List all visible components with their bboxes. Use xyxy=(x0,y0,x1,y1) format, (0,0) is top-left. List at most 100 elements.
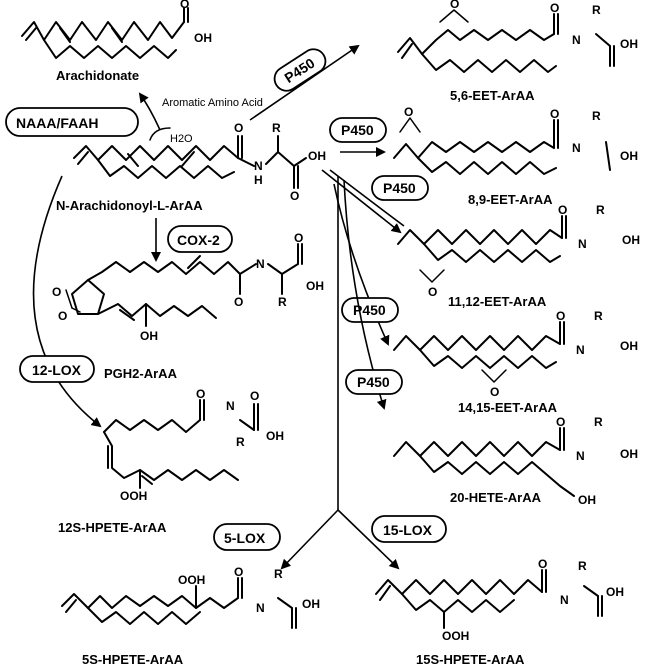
cox2-enzyme-pill xyxy=(167,225,233,253)
eet1415-epoxide-o-label: O xyxy=(490,385,499,399)
pgh2-o2-label: O xyxy=(58,309,67,323)
hpete15-n-label: N xyxy=(560,593,569,607)
eet1415-n-label: N xyxy=(576,343,585,357)
lox12-label: 12-LOX xyxy=(32,362,82,378)
eet89-epoxide-o-label: O xyxy=(404,105,413,119)
lox15-enzyme-pill xyxy=(371,515,447,543)
hpete12-amide-o-label: O xyxy=(196,387,205,401)
p450-d-pill xyxy=(341,297,399,323)
hpete12-n-label: N xyxy=(226,399,235,413)
hpete5-amide-o-label: O xyxy=(234,565,243,579)
substrate-o-label: O xyxy=(234,121,243,135)
eet89-n-label: N xyxy=(572,141,581,155)
lox12-enzyme-pill xyxy=(19,355,95,383)
eet89-amide-o-label: O xyxy=(550,107,559,121)
hpete12-structure: OOH O N R O OH 12S-HPETE-ArAA xyxy=(58,387,284,535)
eet1415-oh-label: OH xyxy=(620,339,638,353)
hpete12-ooh-label: OOH xyxy=(120,489,147,503)
pgh2-label: PGH2-ArAA xyxy=(104,366,178,381)
p450-d-label: P450 xyxy=(353,302,386,318)
water-label: H2O xyxy=(170,133,193,145)
lox15-label: 15-LOX xyxy=(383,522,433,538)
substrate-r-label: R xyxy=(272,121,281,135)
eet89-r-label: R xyxy=(592,109,601,123)
pgh2-acid-o-label: O xyxy=(294,231,303,245)
substrate-carbonyl-o-label: O xyxy=(290,189,299,203)
eet1112-oh-label: OH xyxy=(622,233,640,247)
hpete15-r-label: R xyxy=(578,559,587,573)
hpete5-oh-label: OH xyxy=(302,597,320,611)
eet1112-r-label: R xyxy=(596,203,605,217)
arachidonate-label: Arachidonate xyxy=(56,68,139,83)
eet1415-amide-o-label: O xyxy=(556,309,565,323)
substrate-oh-label: OH xyxy=(308,149,326,163)
naaa-faah-enzyme-pill xyxy=(5,107,139,137)
pgh2-structure: O O OH O N R O OH PGH2-ArAA xyxy=(52,231,324,381)
pgh2-amide-o-label: O xyxy=(234,295,243,309)
eet89-oh-label: OH xyxy=(620,149,638,163)
cox2-step: COX-2 xyxy=(151,218,233,262)
hete20-n-label: N xyxy=(576,449,585,463)
cox2-label: COX-2 xyxy=(177,232,220,248)
eet1415-r-label: R xyxy=(594,309,603,323)
naaa-faah-label: NAAA/FAAH xyxy=(16,115,98,131)
hpete12-label: 12S-HPETE-ArAA xyxy=(58,520,167,535)
hete20-amide-o-label: O xyxy=(556,415,565,429)
eet1415-structure: O O N R OH 14,15-EET-ArAA xyxy=(393,309,638,415)
hete20-label: 20-HETE-ArAA xyxy=(450,490,542,505)
eet56-r-label: R xyxy=(592,3,601,17)
hpete15-amide-o-label: O xyxy=(538,557,547,571)
p450-c-pill xyxy=(371,175,429,201)
hpete12-acid-o-label: O xyxy=(250,389,259,403)
aromatic-amino-acid-label: Aromatic Amino Acid xyxy=(162,97,263,109)
lox5-label: 5-LOX xyxy=(224,530,266,546)
hete20-structure: O N R OH OH 20-HETE-ArAA xyxy=(393,415,638,507)
pgh2-oh-label: OH xyxy=(306,279,324,293)
p450-c-label: P450 xyxy=(383,180,416,196)
pgh2-hydroxyl-label: OH xyxy=(140,329,158,343)
lox12-step: 12-LOX xyxy=(19,175,102,428)
p450-e-label: P450 xyxy=(357,374,390,390)
eet1112-epoxide-o-label: O xyxy=(428,285,437,299)
hpete15-ooh-label: OOH xyxy=(442,629,469,643)
naaa-faah-step: NAAA/FAAH Aromatic Amino Acid H2O xyxy=(5,92,263,145)
eet56-label: 5,6-EET-ArAA xyxy=(450,88,535,103)
eet1112-amide-o-label: O xyxy=(558,203,567,217)
eet89-label: 8,9-EET-ArAA xyxy=(468,192,553,207)
hpete5-label: 5S-HPETE-ArAA xyxy=(82,652,184,667)
arachidonate-oh-label: OH xyxy=(194,31,212,45)
eet1112-structure: O O N R OH 11,12-EET-ArAA xyxy=(397,203,640,309)
p450-a-pill xyxy=(273,48,327,92)
substrate-structure: O N H R OH O N-Arachidonoyl-L-ArAA xyxy=(56,121,326,213)
eet1415-label: 14,15-EET-ArAA xyxy=(458,400,558,415)
hpete5-ooh-label: OOH xyxy=(178,573,205,587)
eet56-amide-o-label: O xyxy=(550,1,559,15)
eet56-epoxide-o-label: O xyxy=(450,0,459,11)
arachidonate-o-label: O xyxy=(180,0,189,11)
p450-b-label: P450 xyxy=(341,122,374,138)
hpete15-oh-label: OH xyxy=(606,585,624,599)
hpete15-structure: OOH O N R OH 15S-HPETE-ArAA xyxy=(375,557,624,667)
eet1112-label: 11,12-EET-ArAA xyxy=(448,294,547,309)
hpete12-r-label: R xyxy=(236,435,245,449)
hpete5-structure: OOH O N R OH 5S-HPETE-ArAA xyxy=(61,565,320,667)
hete20-r-label: R xyxy=(594,415,603,429)
eet1112-n-label: N xyxy=(578,237,587,251)
substrate-h-label: H xyxy=(254,173,263,187)
p450-b-pill xyxy=(329,117,387,143)
arachidonate-structure: O OH Arachidonate xyxy=(21,0,212,83)
hpete5-n-label: N xyxy=(256,601,265,615)
eet56-structure: O O N R OH 5,6-EET-ArAA xyxy=(397,0,638,103)
hete20-terminal-oh-label: OH xyxy=(578,493,596,507)
hpete12-oh-label: OH xyxy=(266,429,284,443)
lox5-step: 5-LOX xyxy=(213,523,281,551)
p450-e-pill xyxy=(345,369,403,395)
hpete5-r-label: R xyxy=(274,567,283,581)
substrate-label: N-Arachidonoyl-L-ArAA xyxy=(56,198,203,213)
lox15-step: 15-LOX xyxy=(371,515,447,543)
pgh2-o1-label: O xyxy=(52,285,61,299)
hete20-oh-label: OH xyxy=(620,447,638,461)
pgh2-n-label: N xyxy=(256,257,265,271)
